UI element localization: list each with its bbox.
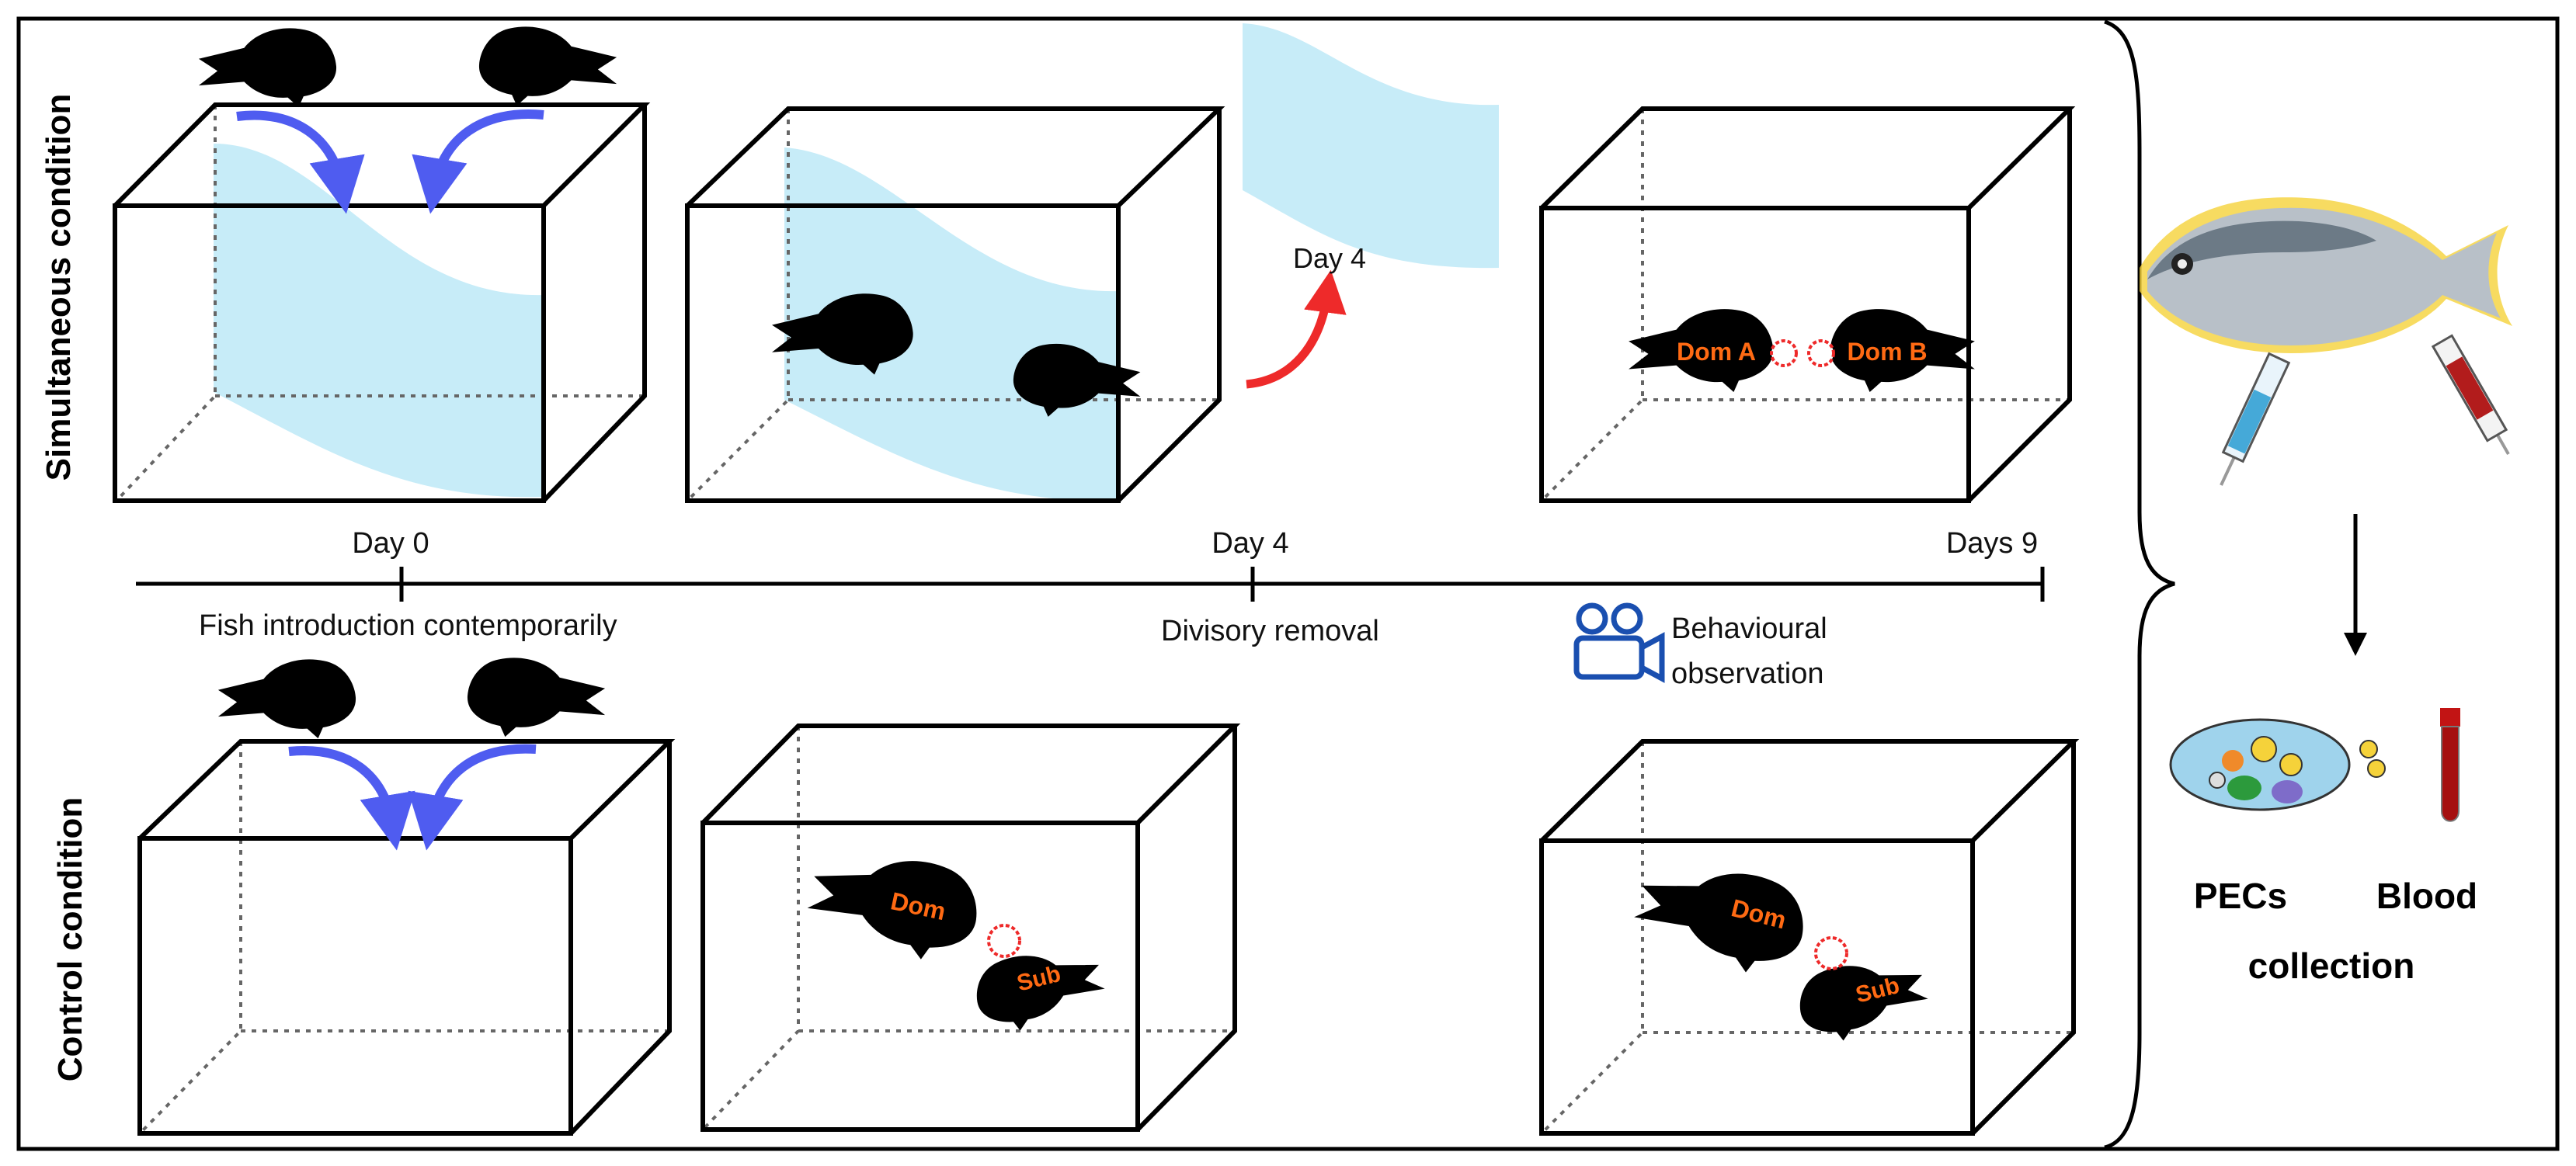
removed-divider-panel bbox=[1243, 23, 1499, 269]
tank-bottom-3: Dom Sub bbox=[1539, 739, 2080, 1136]
fish-silhouette-icon bbox=[479, 26, 617, 106]
video-camera-icon bbox=[1573, 602, 1665, 683]
dom-b-tag: Dom B bbox=[1847, 338, 1927, 366]
fish-intro-top bbox=[198, 26, 617, 214]
sea-bream-fish-icon bbox=[2140, 197, 2512, 353]
tank-bottom-1 bbox=[137, 739, 676, 1136]
divider-panel bbox=[784, 147, 1118, 501]
intro-arrow-right bbox=[408, 744, 537, 851]
fish-introduction-label: Fish introduction contemporarily bbox=[199, 609, 617, 642]
cells-dish-icon bbox=[2169, 718, 2386, 811]
timeline: Day 0 Day 4 Days 9 Fish introduction con… bbox=[136, 527, 2045, 690]
interaction-burst bbox=[1807, 339, 1835, 367]
timeline-day4: Day 4 bbox=[1212, 527, 1288, 560]
fish-silhouette-icon bbox=[468, 658, 605, 737]
fish-silhouette-icon bbox=[217, 659, 356, 739]
pecs-label: PECs bbox=[2194, 876, 2287, 916]
intro-arrow-left bbox=[236, 110, 365, 214]
tank-top-2 bbox=[685, 106, 1225, 503]
syringe-icon bbox=[2220, 352, 2291, 486]
removal-arrow bbox=[1246, 269, 1347, 389]
outer-frame bbox=[16, 16, 2560, 1151]
tank-top-1 bbox=[113, 102, 651, 503]
behavioural-label-line2: observation bbox=[1671, 658, 1823, 690]
intro-arrow-left bbox=[288, 746, 415, 851]
syringe-icon bbox=[2431, 334, 2510, 455]
interaction-burst bbox=[1814, 936, 1848, 970]
blood-tube-icon bbox=[2440, 708, 2460, 822]
blood-label: Blood bbox=[2376, 876, 2477, 916]
timeline-day0: Day 0 bbox=[352, 527, 429, 560]
interaction-burst bbox=[987, 924, 1021, 958]
fish-silhouette-icon bbox=[198, 28, 337, 108]
fish-intro-bottom bbox=[217, 658, 605, 851]
simultaneous-condition-label: Simultaneous condition bbox=[40, 94, 78, 481]
dom-a-tag: Dom A bbox=[1677, 338, 1756, 366]
divisory-removal-label: Divisory removal bbox=[1161, 615, 1379, 647]
timeline-days9: Days 9 bbox=[1946, 527, 2038, 560]
divider-panel bbox=[214, 144, 544, 498]
collection-label: collection bbox=[2248, 946, 2415, 986]
removal-day-label: Day 4 bbox=[1293, 242, 1366, 274]
behavioural-label-line1: Behavioural bbox=[1671, 612, 1827, 645]
intro-arrow-right bbox=[412, 109, 544, 214]
interaction-burst bbox=[1770, 339, 1798, 367]
tank-bottom-2: Dom Sub bbox=[700, 724, 1241, 1132]
tank-top-3: Dom A Dom B bbox=[1539, 106, 2076, 503]
control-condition-label: Control condition bbox=[51, 797, 89, 1082]
right-brace bbox=[2104, 19, 2175, 1150]
